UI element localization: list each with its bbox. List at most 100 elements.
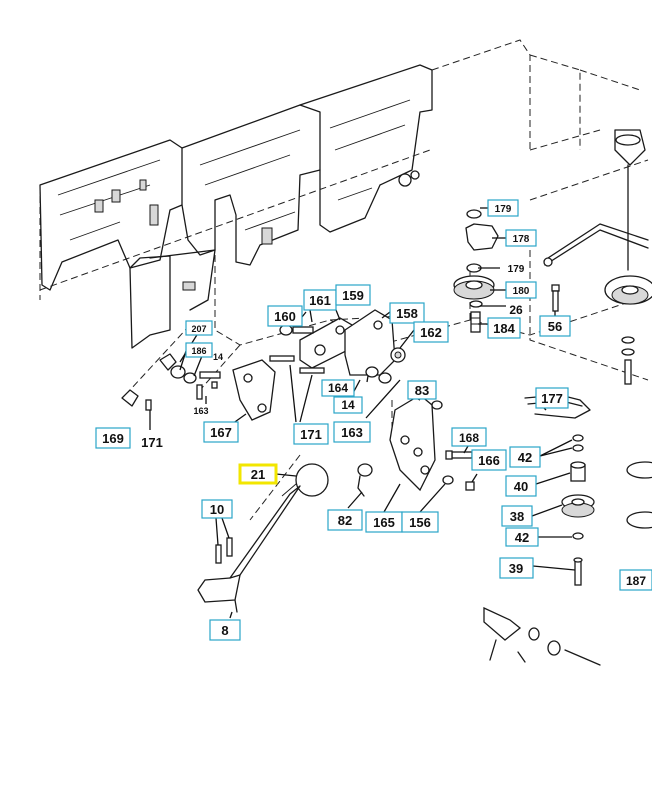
callout-165: 165 bbox=[365, 511, 403, 533]
callout-207: 207 bbox=[185, 320, 213, 336]
svg-text:21: 21 bbox=[251, 467, 265, 482]
callout-184: 184 bbox=[487, 317, 521, 339]
svg-text:160: 160 bbox=[274, 309, 296, 324]
frame-lower-rail bbox=[129, 249, 216, 349]
svg-text:171: 171 bbox=[141, 435, 163, 450]
spindle-stack bbox=[561, 434, 595, 586]
svg-text:184: 184 bbox=[493, 321, 515, 336]
bolts-171 bbox=[269, 355, 325, 374]
svg-text:56: 56 bbox=[548, 319, 562, 334]
svg-text:163: 163 bbox=[193, 406, 208, 416]
svg-text:8: 8 bbox=[221, 623, 228, 638]
callout-labels: 179 178 179 180 26 184 56 161 bbox=[95, 199, 652, 641]
callout-8: 8 bbox=[209, 619, 241, 641]
svg-text:161: 161 bbox=[309, 293, 331, 308]
callout-162: 162 bbox=[413, 321, 449, 343]
callout-166: 166 bbox=[471, 449, 507, 471]
clutch-assembly-top-right bbox=[604, 129, 652, 385]
svg-text:38: 38 bbox=[510, 509, 524, 524]
callout-160: 160 bbox=[267, 305, 303, 327]
svg-text:14: 14 bbox=[213, 352, 223, 362]
roller-lower-right bbox=[483, 606, 601, 666]
svg-text:82: 82 bbox=[338, 513, 352, 528]
knob-21 bbox=[295, 463, 329, 497]
callout-42-bottom: 42 bbox=[505, 527, 539, 547]
frame-panel-right bbox=[299, 64, 433, 233]
dashed-frame-outline bbox=[39, 39, 651, 521]
svg-text:179: 179 bbox=[508, 264, 525, 275]
callout-167: 167 bbox=[203, 421, 239, 443]
frame-panel-left bbox=[39, 139, 183, 291]
callout-168: 168 bbox=[451, 427, 487, 447]
bracket-167 bbox=[232, 359, 276, 421]
svg-text:42: 42 bbox=[515, 530, 529, 545]
svg-text:163: 163 bbox=[341, 425, 363, 440]
callout-26: 26 bbox=[509, 303, 523, 317]
svg-text:168: 168 bbox=[459, 431, 479, 445]
callout-158: 158 bbox=[389, 302, 425, 324]
callout-177: 177 bbox=[535, 387, 569, 409]
svg-text:180: 180 bbox=[513, 286, 530, 297]
svg-text:165: 165 bbox=[373, 515, 395, 530]
svg-text:177: 177 bbox=[541, 391, 563, 406]
callout-179-bottom: 179 bbox=[508, 264, 525, 275]
frame-panel-center bbox=[149, 104, 321, 266]
bolt-56 bbox=[551, 284, 560, 312]
svg-text:178: 178 bbox=[513, 234, 530, 245]
callout-56: 56 bbox=[539, 315, 571, 337]
svg-text:162: 162 bbox=[420, 325, 442, 340]
callout-186: 186 bbox=[185, 342, 213, 358]
svg-text:10: 10 bbox=[210, 502, 224, 517]
svg-text:159: 159 bbox=[342, 288, 364, 303]
washer-83 bbox=[431, 400, 443, 410]
svg-text:14: 14 bbox=[341, 398, 355, 412]
spring-207 bbox=[159, 353, 221, 384]
callout-82: 82 bbox=[327, 509, 363, 531]
callout-163-center: 163 bbox=[333, 421, 371, 443]
svg-text:167: 167 bbox=[210, 425, 232, 440]
svg-text:26: 26 bbox=[509, 303, 523, 317]
bolt-163-left bbox=[196, 381, 218, 400]
bracket-159 bbox=[299, 317, 353, 369]
callout-159: 159 bbox=[335, 284, 371, 306]
svg-text:164: 164 bbox=[328, 381, 348, 395]
svg-text:187: 187 bbox=[626, 574, 646, 588]
callout-179-top: 179 bbox=[487, 199, 519, 217]
callout-169: 169 bbox=[95, 427, 131, 449]
callout-10: 10 bbox=[201, 499, 233, 519]
callout-14-center: 14 bbox=[333, 396, 363, 414]
callout-161: 161 bbox=[303, 289, 337, 311]
bracket-158 bbox=[344, 309, 406, 376]
callout-180: 180 bbox=[505, 281, 537, 299]
callout-164: 164 bbox=[321, 379, 355, 397]
callout-40: 40 bbox=[505, 475, 537, 497]
pulley-stack-idler bbox=[453, 209, 499, 333]
svg-text:171: 171 bbox=[300, 427, 322, 442]
callout-156: 156 bbox=[401, 511, 439, 533]
callout-83: 83 bbox=[407, 380, 437, 400]
callout-171-center: 171 bbox=[293, 423, 329, 445]
bolt-166 bbox=[465, 481, 475, 491]
clip-169 bbox=[121, 389, 152, 411]
callout-38: 38 bbox=[501, 505, 533, 527]
lever-8 bbox=[197, 483, 301, 613]
callout-21-highlighted: 21 bbox=[238, 463, 278, 485]
svg-text:39: 39 bbox=[509, 561, 523, 576]
bolt-168 bbox=[445, 450, 473, 460]
tensioner-arm bbox=[543, 223, 649, 267]
callout-163-left: 163 bbox=[193, 406, 208, 416]
svg-text:40: 40 bbox=[514, 479, 528, 494]
callout-14-left: 14 bbox=[213, 352, 223, 362]
callout-39: 39 bbox=[499, 557, 534, 579]
callout-187: 187 bbox=[619, 569, 652, 591]
pulley-187 bbox=[626, 461, 652, 529]
svg-text:186: 186 bbox=[191, 346, 206, 356]
callout-171-left: 171 bbox=[141, 435, 163, 450]
svg-text:156: 156 bbox=[409, 515, 431, 530]
svg-text:158: 158 bbox=[396, 306, 418, 321]
svg-text:83: 83 bbox=[415, 383, 429, 398]
callout-42-top: 42 bbox=[509, 446, 541, 468]
svg-text:179: 179 bbox=[495, 204, 512, 215]
